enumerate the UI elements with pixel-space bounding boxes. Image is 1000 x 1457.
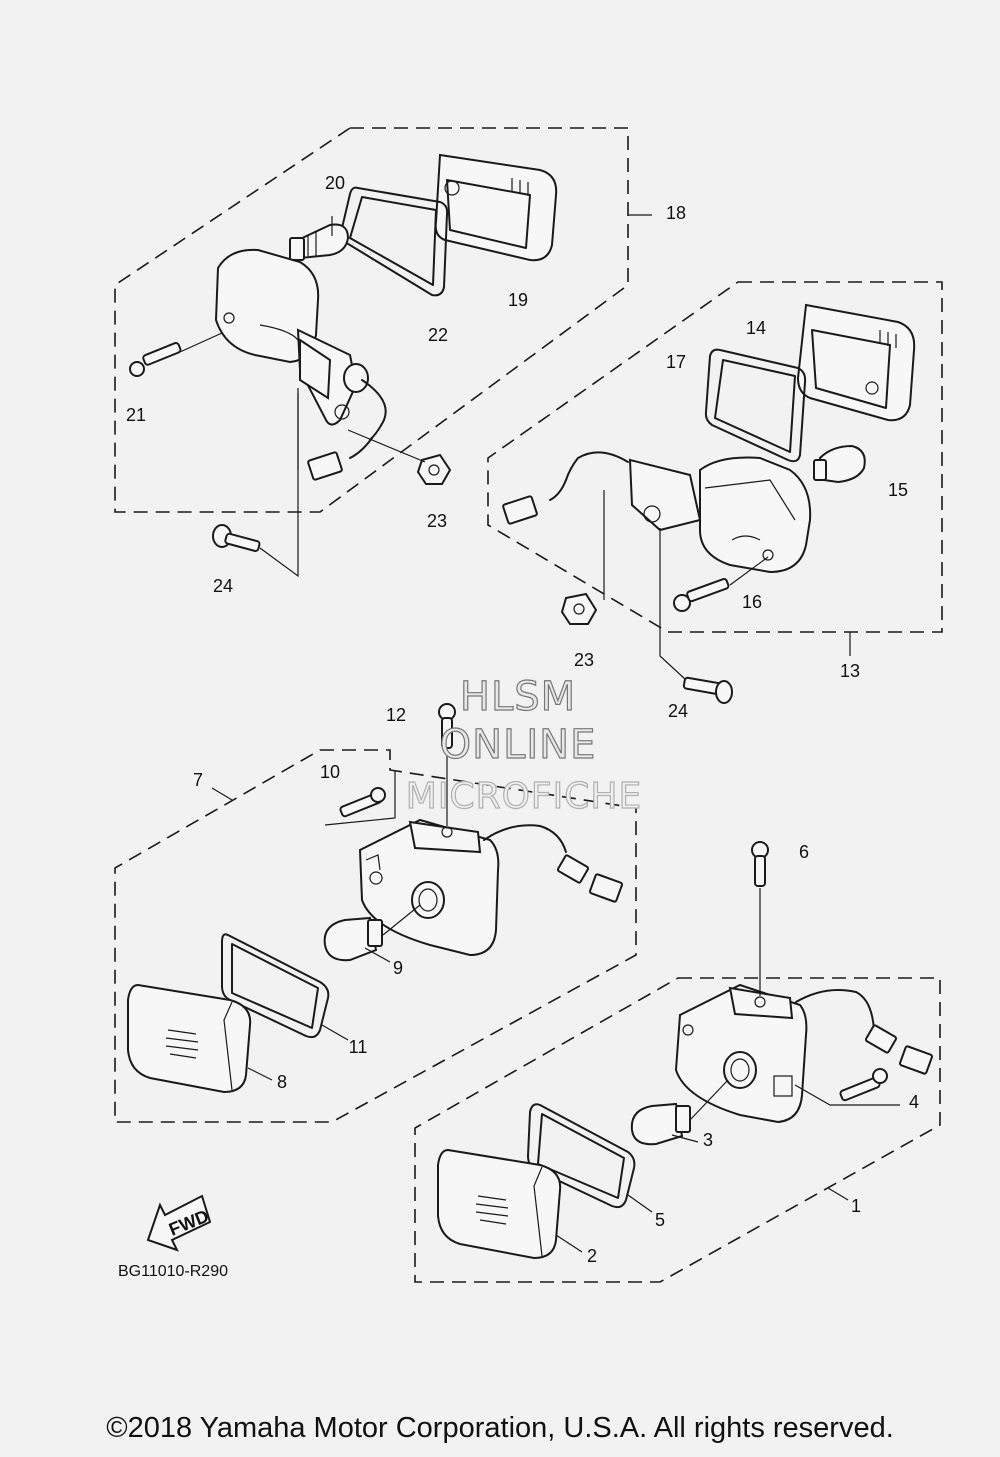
callout-10: 10 xyxy=(320,762,340,782)
connector-7 xyxy=(556,854,624,903)
watermark-line-1: HLSM xyxy=(460,674,576,720)
flasher-housing-18 xyxy=(214,248,387,441)
bulb-9 xyxy=(323,904,421,962)
nut-23-rear-right xyxy=(560,592,598,625)
bulb-15 xyxy=(813,444,866,484)
callout-11: 11 xyxy=(349,1037,368,1057)
assembly-outline-13 xyxy=(487,281,943,633)
watermark-line-2: ONLINE xyxy=(440,722,597,768)
lens-19 xyxy=(434,153,558,262)
callout-22: 22 xyxy=(428,325,448,345)
callout-20: 20 xyxy=(325,173,345,193)
lens-14 xyxy=(796,303,916,422)
flasher-housing-13 xyxy=(565,451,812,574)
callout-3: 3 xyxy=(703,1130,713,1150)
bulb-20 xyxy=(289,223,350,261)
callout-17: 17 xyxy=(666,352,686,372)
connector-1 xyxy=(864,1024,934,1075)
lens-2 xyxy=(437,1148,562,1260)
connector-13 xyxy=(502,479,567,525)
bolt-24-rear-right xyxy=(659,528,733,704)
callout-2: 2 xyxy=(587,1246,597,1266)
callout-numbers: 1234567891011121314151617181920212223232… xyxy=(126,173,919,1266)
callout-9: 9 xyxy=(393,958,403,978)
front-housing-7 xyxy=(358,818,567,957)
callout-8: 8 xyxy=(277,1072,287,1092)
watermark: HLSM ONLINE MICROFICHE xyxy=(405,673,642,817)
callout-1: 1 xyxy=(851,1196,861,1216)
assembly-outline-18 xyxy=(114,127,629,513)
copyright-notice: ©2018 Yamaha Motor Corporation, U.S.A. A… xyxy=(106,1412,894,1444)
callout-23: 23 xyxy=(574,650,594,670)
callout-21: 21 xyxy=(126,405,146,425)
bolt-24-rear-left xyxy=(212,393,299,578)
callout-14: 14 xyxy=(746,318,766,338)
callout-18: 18 xyxy=(666,203,686,223)
callout-16: 16 xyxy=(742,592,762,612)
callout-5: 5 xyxy=(655,1210,665,1230)
callout-24: 24 xyxy=(213,576,233,596)
gasket-22 xyxy=(339,186,449,297)
connector-18 xyxy=(307,437,373,481)
screw-16 xyxy=(673,556,769,612)
lens-8 xyxy=(127,983,252,1094)
screw-6 xyxy=(751,841,769,996)
callout-7: 7 xyxy=(193,770,203,790)
callout-15: 15 xyxy=(888,480,908,500)
screw-12 xyxy=(438,703,456,826)
assembly-outline-1 xyxy=(414,977,941,1283)
screw-21 xyxy=(129,332,223,377)
callout-12: 12 xyxy=(386,705,406,725)
callout-19: 19 xyxy=(508,290,528,310)
callout-4: 4 xyxy=(909,1092,919,1112)
gasket-5 xyxy=(527,1103,636,1209)
callout-24: 24 xyxy=(668,701,688,721)
assembly-outline-7 xyxy=(114,749,637,1123)
front-housing-1 xyxy=(674,983,875,1124)
callout-6: 6 xyxy=(799,842,809,862)
callout-13: 13 xyxy=(840,661,860,681)
fwd-arrow-icon: FWD xyxy=(146,1194,211,1252)
callout-23: 23 xyxy=(427,511,447,531)
bulb-3 xyxy=(630,1079,729,1146)
gasket-17 xyxy=(704,348,807,463)
screw-10 xyxy=(324,770,396,826)
screw-4 xyxy=(794,1068,900,1106)
diagram-code: BG11010-R290 xyxy=(118,1263,228,1280)
gasket-11 xyxy=(221,933,330,1039)
nut-23-rear-left xyxy=(416,453,452,485)
watermark-line-3: MICROFICHE xyxy=(406,776,642,817)
